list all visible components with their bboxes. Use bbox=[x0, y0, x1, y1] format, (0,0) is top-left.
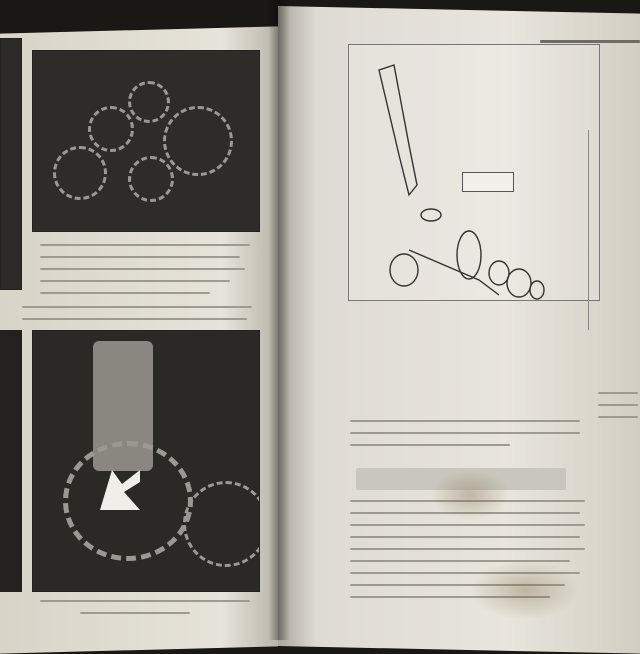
gear-3 bbox=[128, 81, 170, 123]
gear-large bbox=[163, 106, 233, 176]
gear-2 bbox=[88, 106, 134, 152]
gear-side bbox=[183, 481, 259, 567]
paper-stain-2 bbox=[430, 470, 510, 520]
gear-large-outline bbox=[456, 230, 482, 280]
header-rule bbox=[540, 40, 640, 43]
section-heading-bar bbox=[356, 468, 566, 490]
kick-lever bbox=[378, 64, 418, 197]
facing-photo-strip-top bbox=[0, 38, 22, 290]
gear-ring-c bbox=[529, 280, 545, 300]
exploded-view-drawing bbox=[378, 64, 545, 300]
facing-photo-strip-bottom bbox=[0, 330, 22, 592]
lever-ring bbox=[420, 208, 442, 222]
torque-callout bbox=[462, 172, 514, 192]
gear-5 bbox=[128, 156, 174, 202]
book-gutter bbox=[268, 0, 290, 640]
gear-1 bbox=[53, 146, 107, 200]
spring-coil bbox=[389, 253, 419, 287]
side-notes bbox=[588, 130, 640, 330]
engine-photo-top bbox=[32, 50, 260, 232]
kick-shaft-photo bbox=[32, 330, 260, 592]
gear-ring-b bbox=[506, 268, 532, 298]
shaft-axis bbox=[408, 249, 500, 296]
paper-stain bbox=[470, 560, 580, 620]
gear-ring-a bbox=[488, 260, 510, 286]
